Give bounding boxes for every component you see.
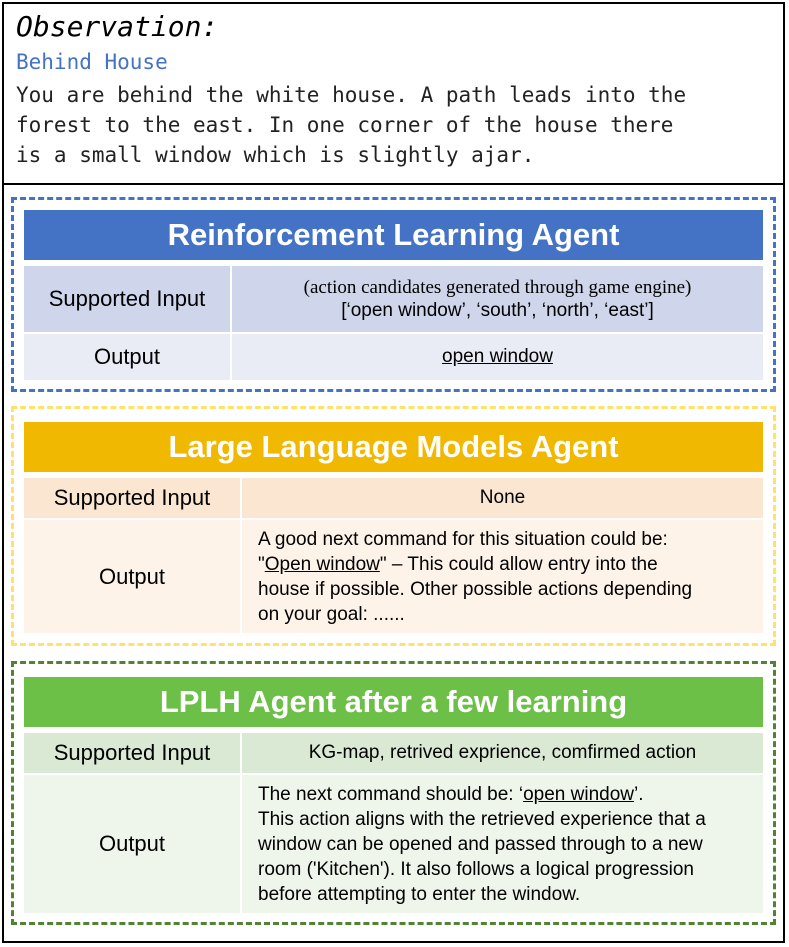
llm-output-line: "Open window" – This could allow entry i…	[258, 553, 658, 575]
lplh-output-line: The next command should be: ‘open window…	[258, 783, 644, 805]
lplh-output-command: open window	[523, 783, 635, 805]
llm-input-value: None	[479, 487, 526, 508]
rl-agent-panel	[11, 197, 776, 392]
rl-output-value-cell: open window	[232, 334, 763, 380]
llm-input-value-cell: None	[242, 478, 763, 518]
lplh-output-label: Output	[24, 775, 240, 913]
lplh-input-value-cell: KG-map, retrived exprience, comfirmed ac…	[242, 733, 763, 773]
llm-output-line: A good next command for this situation c…	[258, 528, 668, 550]
lplh-output-line: before attempting to enter the window.	[258, 883, 581, 905]
llm-output-value-cell: A good next command for this situation c…	[242, 520, 763, 633]
llm-output-command: Open window	[264, 553, 380, 575]
observation-heading: Observation:	[16, 10, 219, 43]
lplh-agent-title: LPLH Agent after a few learning	[24, 677, 763, 727]
lplh-input-value: KG-map, retrived exprience, comfirmed ac…	[308, 742, 697, 763]
observation-text: You are behind the white house. A path l…	[16, 80, 776, 170]
lplh-output-line: This action aligns with the retrieved ex…	[258, 808, 706, 830]
observation-line: forest to the east. In one corner of the…	[16, 113, 674, 137]
rl-input-value: [‘open window’, ‘south’, ‘north’, ‘east’…	[341, 300, 654, 321]
observation-line: is a small window which is slightly ajar…	[16, 143, 535, 167]
observation-location: Behind House	[16, 50, 168, 74]
lplh-output-line: window can be opened and passed through …	[258, 833, 703, 855]
llm-output-line: on your goal: ......	[258, 603, 405, 625]
rl-input-label: Supported Input	[24, 266, 230, 332]
llm-output-label: Output	[24, 520, 240, 633]
llm-input-label: Supported Input	[24, 478, 240, 518]
rl-agent-title: Reinforcement Learning Agent	[24, 210, 763, 260]
lplh-input-label: Supported Input	[24, 733, 240, 773]
llm-output-line: house if possible. Other possible action…	[258, 578, 693, 600]
lplh-agent-panel	[11, 661, 776, 925]
rl-input-value-cell: (action candidates generated through gam…	[232, 266, 763, 332]
llm-agent-panel	[11, 406, 776, 646]
lplh-output-text: The next command should be: ‘open window…	[242, 782, 706, 907]
lplh-output-line: room ('Kitchen'). It also follows a logi…	[258, 858, 694, 880]
lplh-output-value-cell: The next command should be: ‘open window…	[242, 775, 763, 913]
rl-input-note: (action candidates generated through gam…	[303, 277, 692, 298]
rl-output-value: open window	[442, 346, 553, 367]
rl-output-label: Output	[24, 334, 230, 380]
observation-divider	[2, 183, 785, 185]
llm-output-text: A good next command for this situation c…	[242, 527, 692, 627]
llm-agent-title: Large Language Models Agent	[24, 422, 763, 472]
observation-line: You are behind the white house. A path l…	[16, 83, 687, 107]
